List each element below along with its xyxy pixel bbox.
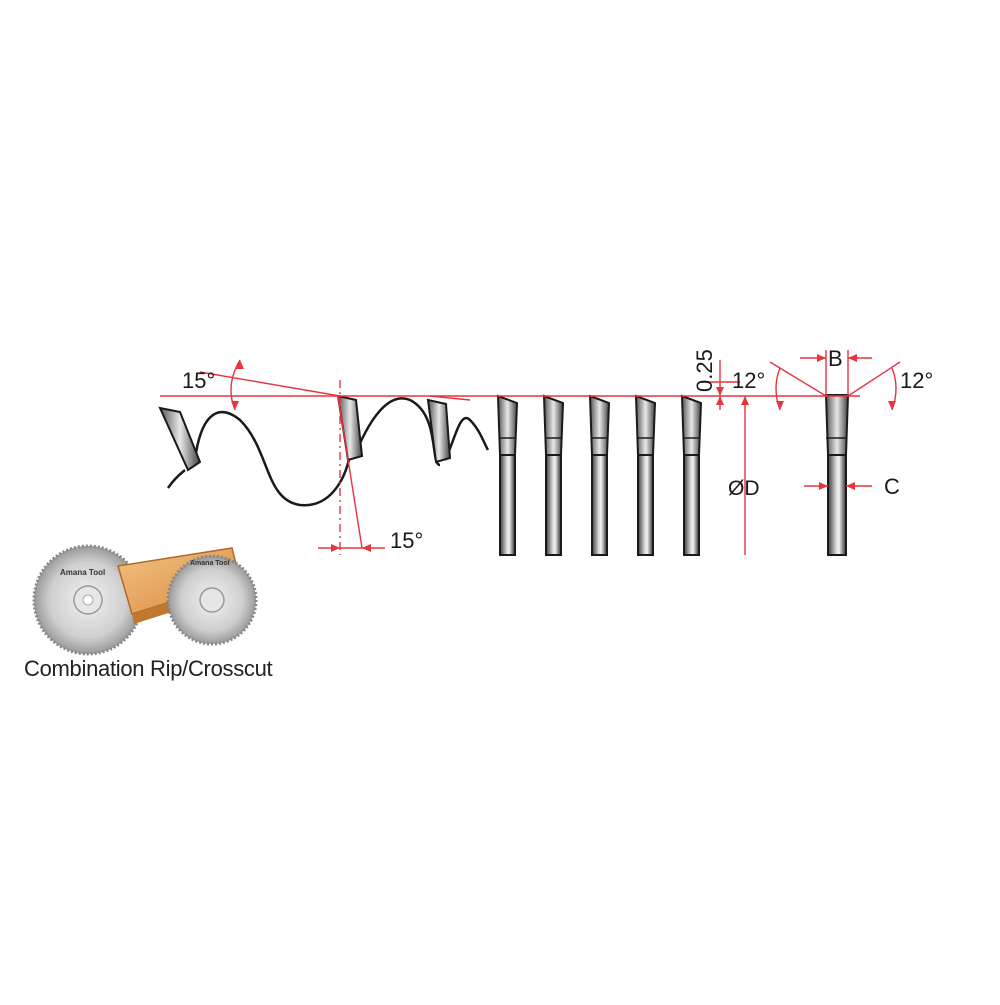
carbide-tip <box>680 394 703 456</box>
bevel-line-right <box>847 361 901 397</box>
arrowhead <box>846 482 855 490</box>
label-offset: 0.25 <box>692 349 717 392</box>
blade-plate <box>499 454 516 556</box>
label-plate: C <box>884 474 900 499</box>
face-line <box>337 395 363 549</box>
dimension-labels: 15° 15° 0.25 12° 12° B C ØD <box>182 346 933 553</box>
blade-plate <box>827 454 847 556</box>
disc-hub <box>199 587 225 613</box>
bevel-line-left <box>769 361 827 397</box>
face-line <box>429 395 471 401</box>
disc-arbor <box>82 594 94 606</box>
brand-left: Amana Tool <box>60 568 105 577</box>
blade-plate <box>591 454 608 556</box>
label-kerf: B <box>828 346 843 371</box>
arrowhead <box>741 396 749 405</box>
carbide-tip <box>824 394 850 456</box>
carbide-tip <box>588 394 611 456</box>
arrowhead <box>331 544 340 552</box>
profile-tips <box>158 394 452 472</box>
arrowhead <box>231 401 239 410</box>
brand-right: Amana Tool <box>190 560 230 567</box>
dimension-lines <box>160 350 901 555</box>
arrowhead <box>817 354 826 362</box>
blade-thumbnail: Amana Tool Amana Tool <box>32 544 258 656</box>
hook-line <box>199 371 341 397</box>
label-diameter: ØD <box>728 477 760 500</box>
arrowheads <box>231 354 896 552</box>
label-hook-top: 15° <box>182 368 215 393</box>
front-teeth <box>496 394 703 556</box>
carbide-tip <box>336 394 364 462</box>
label-bevel-left: 12° <box>732 368 765 393</box>
gullet-curve <box>353 397 441 467</box>
carbide-tip <box>496 394 519 456</box>
arrowhead <box>716 387 724 396</box>
blade-plate <box>545 454 562 556</box>
kerf-tooth <box>824 394 850 556</box>
label-hook-bottom: 15° <box>390 528 423 553</box>
product-caption: Combination Rip/Crosscut <box>24 656 273 681</box>
label-bevel-right: 12° <box>900 368 933 393</box>
carbide-tip <box>426 398 452 464</box>
arrowhead <box>776 401 784 410</box>
arrowhead <box>236 360 244 369</box>
carbide-tip <box>158 406 202 472</box>
carbide-tip <box>634 394 657 456</box>
carbide-tip <box>542 394 565 456</box>
arrowhead <box>888 401 896 410</box>
arrowhead <box>716 396 724 405</box>
arrowhead <box>848 354 857 362</box>
tooth-profile <box>166 397 490 507</box>
gullet-curve <box>443 416 490 461</box>
arrowhead <box>819 482 828 490</box>
blade-plate <box>683 454 700 556</box>
blade-plate <box>637 454 654 556</box>
arrowhead <box>362 544 371 552</box>
gullet-curve <box>166 411 352 507</box>
